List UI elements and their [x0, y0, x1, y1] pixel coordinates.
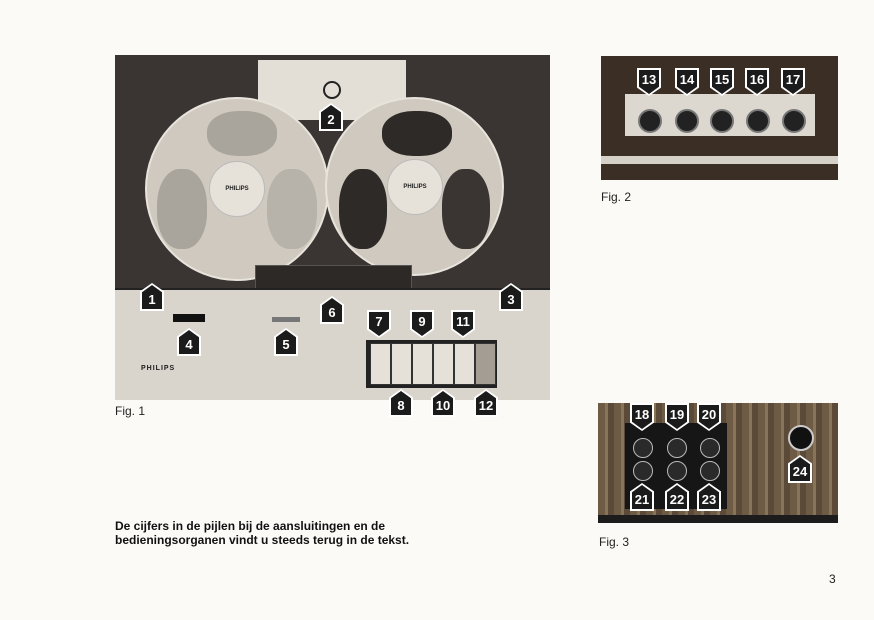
marker-16: 16	[745, 68, 769, 96]
key-forward	[454, 343, 475, 385]
key-rewind	[391, 343, 412, 385]
brand-label: PHILIPS	[141, 365, 176, 372]
marker-17: 17	[781, 68, 805, 96]
marker-3: 3	[499, 283, 523, 311]
marker-1: 1	[140, 283, 164, 311]
left-reel: PHILIPS	[145, 97, 329, 281]
marker-18: 18	[630, 403, 654, 431]
socket-22	[667, 461, 687, 481]
marker-13: 13	[637, 68, 661, 96]
key-stop	[412, 343, 433, 385]
marker-10: 10	[431, 389, 455, 417]
marker-7: 7	[367, 310, 391, 338]
socket-20	[700, 438, 720, 458]
marker-6: 6	[320, 296, 344, 324]
socket-24	[788, 425, 814, 451]
marker-11: 11	[451, 310, 475, 338]
marker-5: 5	[274, 328, 298, 356]
key-play	[433, 343, 454, 385]
fig3-caption: Fig. 3	[599, 535, 630, 549]
right-reel: PHILIPS	[325, 97, 504, 276]
fig1-caption: Fig. 1	[115, 404, 146, 418]
knob-17	[782, 109, 806, 133]
socket-21	[633, 461, 653, 481]
marker-24: 24	[788, 455, 812, 483]
socket-19	[667, 438, 687, 458]
slider-control	[272, 317, 300, 322]
marker-8: 8	[389, 389, 413, 417]
key-record	[370, 343, 391, 385]
marker-20: 20	[697, 403, 721, 431]
socket-23	[700, 461, 720, 481]
left-reel-brand: PHILIPS	[209, 161, 265, 217]
tape-counter	[173, 314, 205, 322]
marker-12: 12	[474, 389, 498, 417]
marker-21: 21	[630, 483, 654, 511]
tape-head-cover	[255, 265, 412, 289]
speed-selector-knob	[323, 81, 341, 99]
key-pause	[475, 343, 496, 385]
marker-4: 4	[177, 328, 201, 356]
marker-14: 14	[675, 68, 699, 96]
socket-18	[633, 438, 653, 458]
marker-2: 2	[319, 103, 343, 131]
body-text: De cijfers in de pijlen bij de aansluiti…	[115, 519, 410, 547]
marker-23: 23	[697, 483, 721, 511]
marker-22: 22	[665, 483, 689, 511]
right-reel-brand: PHILIPS	[387, 159, 443, 215]
knob-13	[638, 109, 662, 133]
marker-9: 9	[410, 310, 434, 338]
knob-16	[746, 109, 770, 133]
fig2-caption: Fig. 2	[601, 190, 632, 204]
marker-15: 15	[710, 68, 734, 96]
knob-15	[710, 109, 734, 133]
page-number: 3	[829, 572, 836, 586]
marker-19: 19	[665, 403, 689, 431]
knob-14	[675, 109, 699, 133]
